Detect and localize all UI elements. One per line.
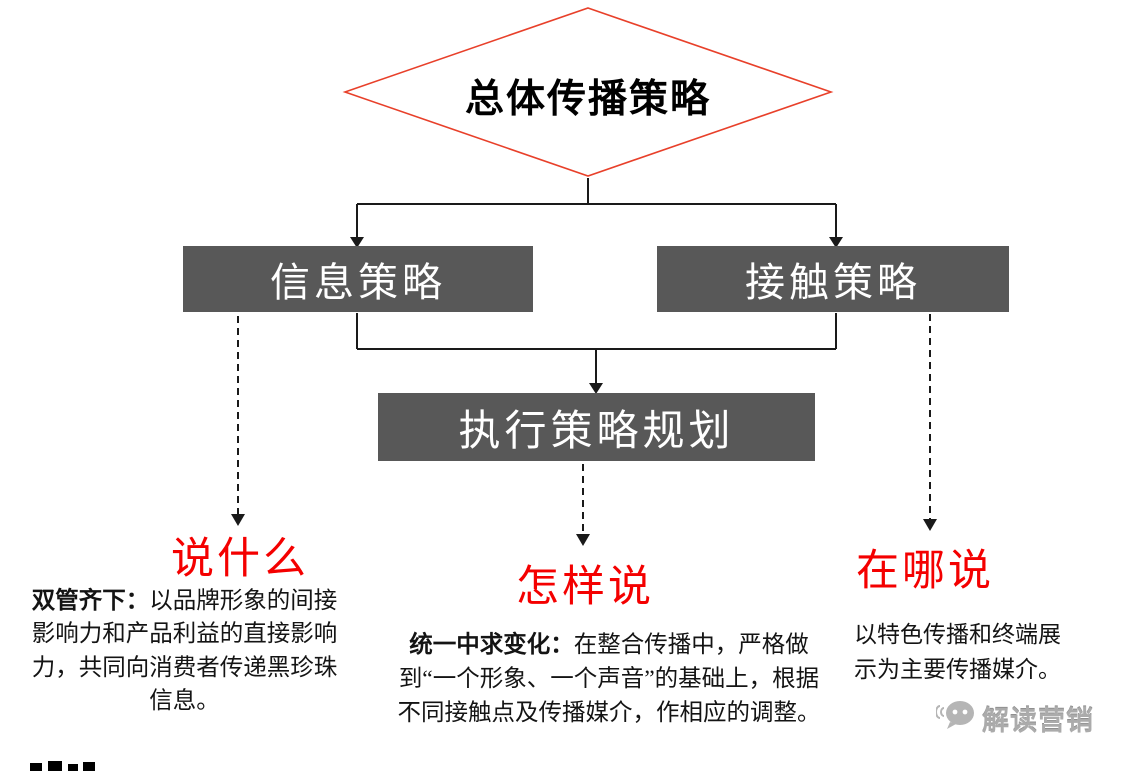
root-node-label: 总体传播策略 bbox=[464, 78, 711, 121]
solid-connectors bbox=[356, 178, 837, 384]
note-lead: 统一中求变化： bbox=[409, 631, 574, 657]
label-how-to-say: 怎样说 bbox=[516, 564, 654, 611]
note-how-to-say: 统一中求变化：在整合传播中，严格做到“一个形象、一个声音”的基础上，根据不同接触… bbox=[393, 627, 825, 730]
arrowheads bbox=[231, 237, 937, 546]
chat-bubble-icon bbox=[935, 698, 976, 739]
note-body: 以品牌形象的间接影响力和产品利益的直接影响力，共同向消费者传递黑珍珠信息。 bbox=[31, 588, 338, 715]
watermark: 解读营销 bbox=[935, 698, 1094, 739]
note-what-to-say: 双管齐下：以品牌形象的间接影响力和产品利益的直接影响力，共同向消费者传递黑珍珠信… bbox=[22, 584, 347, 718]
note-body: 以特色传播和终端展示为主要传播媒介。 bbox=[854, 622, 1061, 682]
note-body: 在整合传播中，严格做到“一个形象、一个声音”的基础上，根据不同接触点及传播媒介，… bbox=[397, 632, 821, 727]
note-lead: 双管齐下： bbox=[31, 587, 150, 613]
node-contact-strategy: 接触策略 bbox=[657, 246, 1009, 312]
label-what-to-say: 说什么 bbox=[171, 536, 309, 583]
decision-diamond-shape bbox=[342, 7, 834, 177]
note-where-to-say: 以特色传播和终端展示为主要传播媒介。 bbox=[845, 618, 1070, 687]
node-info-strategy: 信息策略 bbox=[183, 246, 533, 312]
label-where-to-say: 在哪说 bbox=[856, 548, 994, 595]
watermark-text: 解读营销 bbox=[982, 706, 1094, 736]
node-execution-strategy: 执行策略规划 bbox=[378, 393, 815, 461]
dashed-connectors bbox=[237, 314, 931, 535]
clipped-text-fragment bbox=[30, 761, 95, 771]
